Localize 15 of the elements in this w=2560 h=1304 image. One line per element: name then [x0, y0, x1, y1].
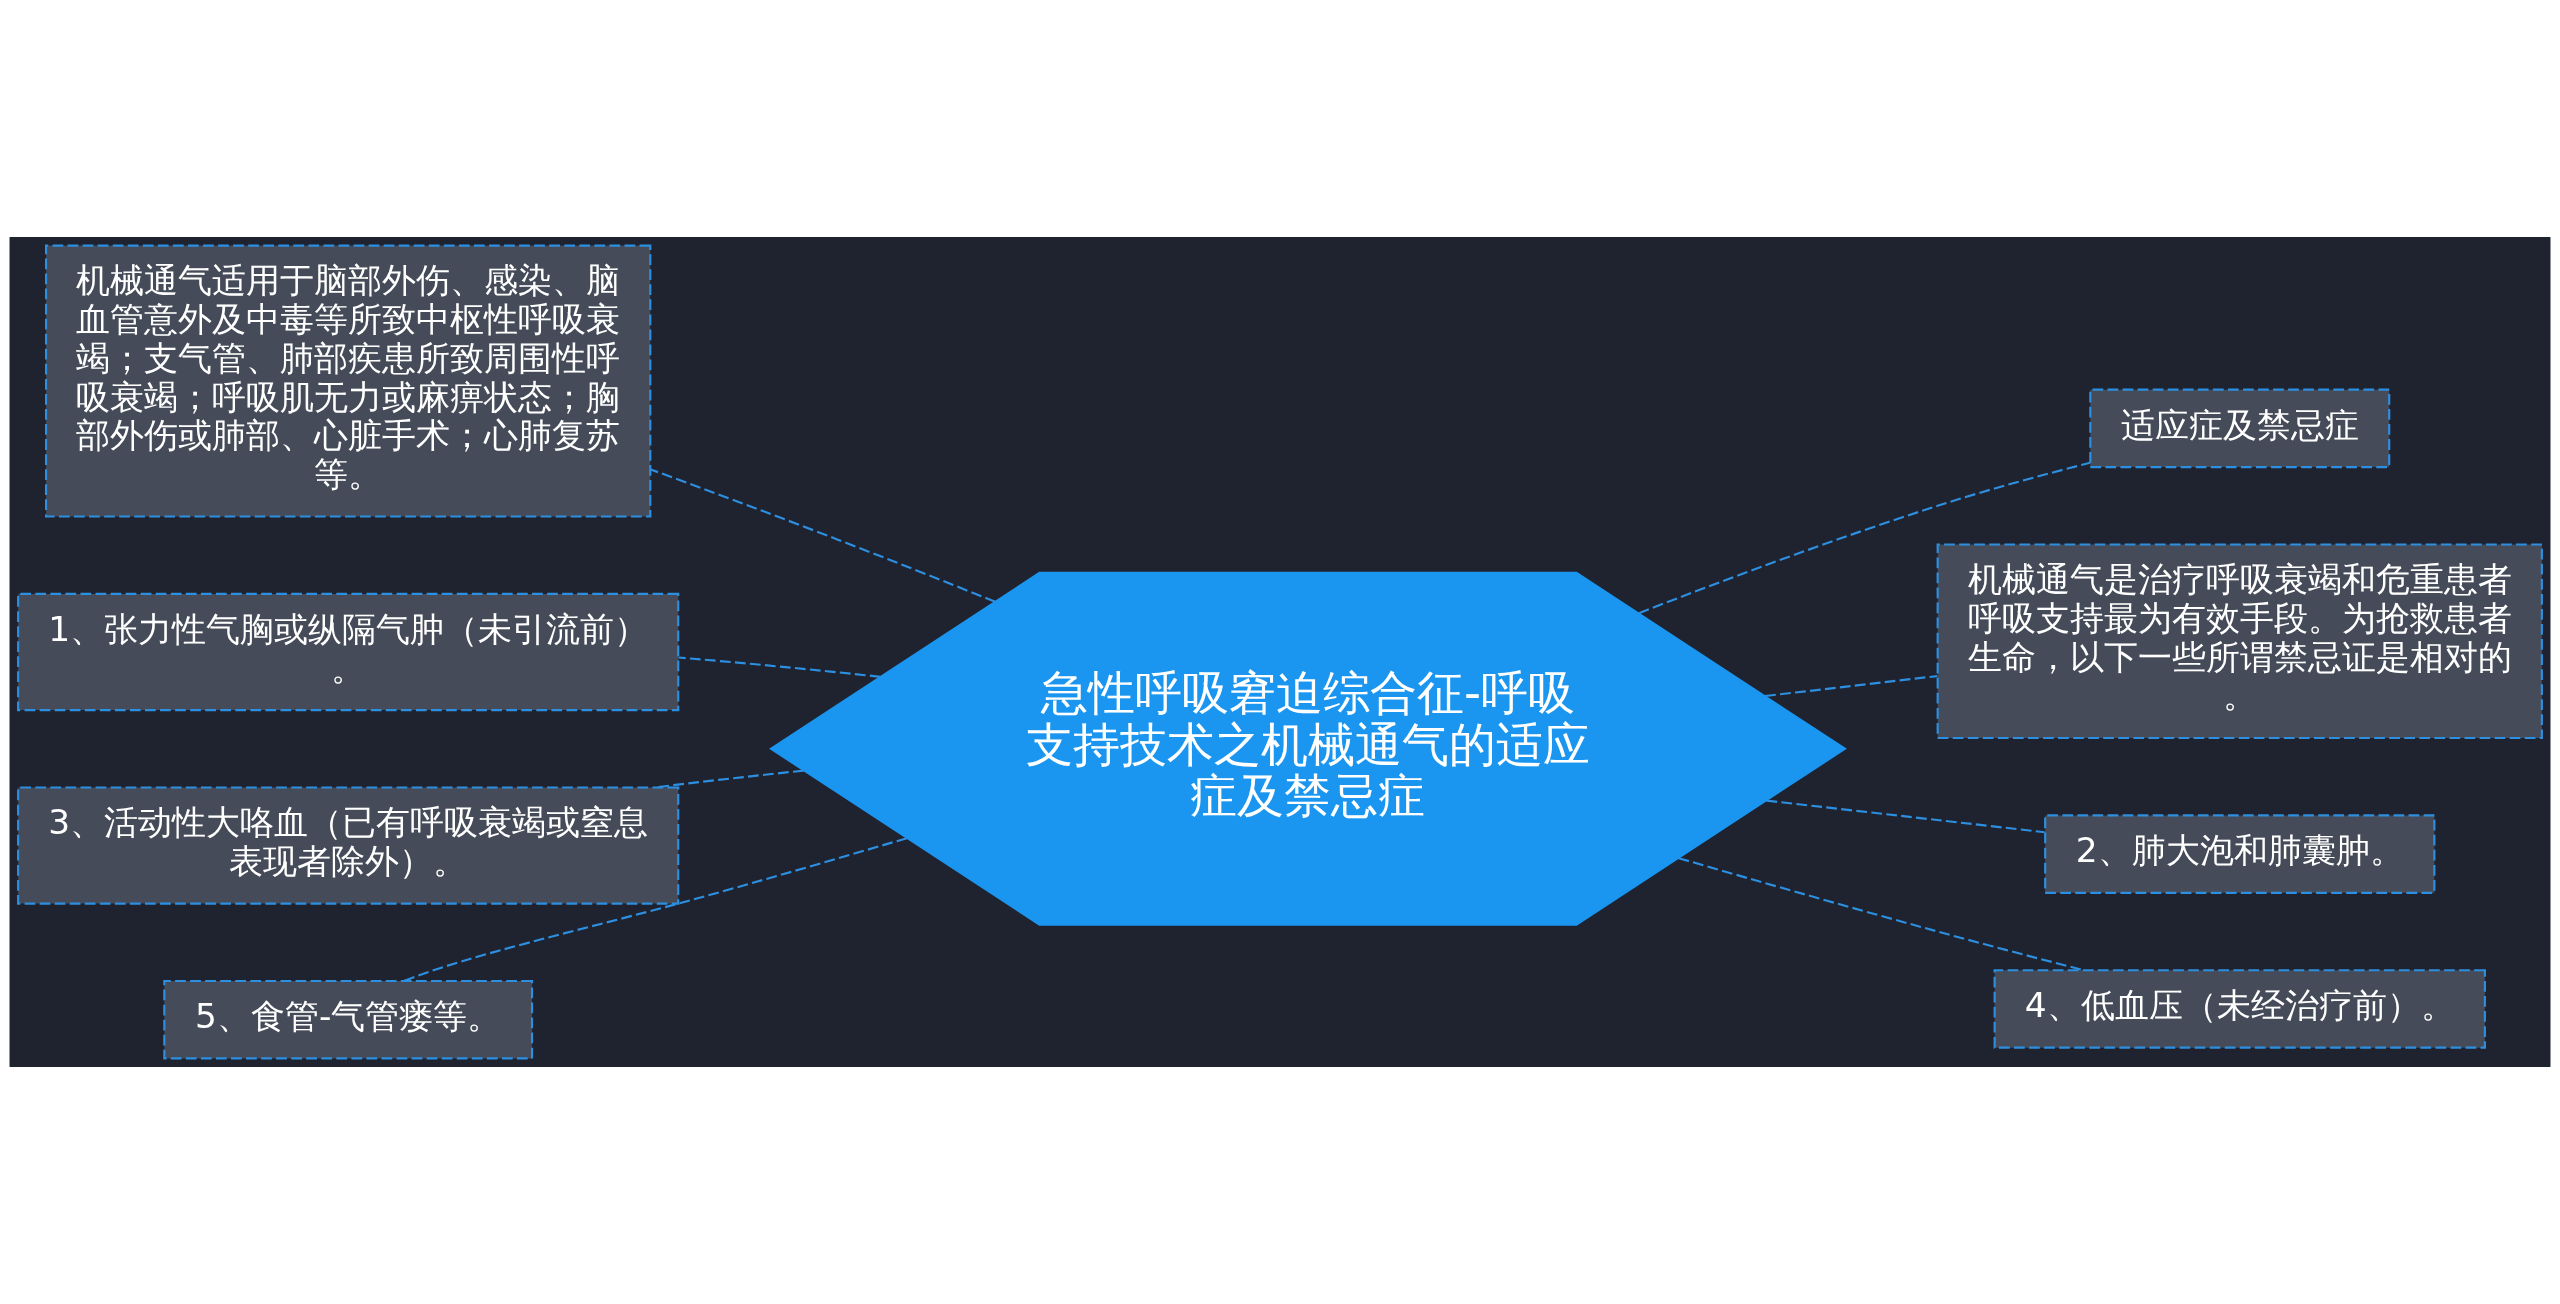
node-box: 机械通气适用于脑部外伤、感染、脑血管意外及中毒等所致中枢性呼吸衰竭；支气管、肺部疾患所致周围性呼吸衰竭；呼吸肌无力或麻痹状态；胸部外伤或肺部、心脏手术；心肺复苏等。: [45, 244, 652, 518]
connector: [403, 837, 908, 982]
connector: [1764, 675, 1938, 698]
node-box: 4、低血压（未经治疗前）。: [1993, 969, 2486, 1049]
connector: [1766, 799, 2045, 834]
node-box: 2、肺大泡和肺囊肿。: [2044, 814, 2436, 894]
node-box: 1、张力性气胸或纵隔气肿（未引流前）。: [17, 592, 680, 712]
connector: [1678, 857, 2084, 972]
node-box: 机械通气是治疗呼吸衰竭和危重患者呼吸支持最为有效手段。为抢救患者生命，以下一些所谓禁忌证是相对的。: [1936, 543, 2543, 740]
node-box: 5、食管-气管瘘等。: [163, 979, 534, 1060]
connector: [678, 656, 881, 678]
connector: [650, 468, 996, 603]
node-box: 3、活动性大咯血（已有呼吸衰竭或窒息表现者除外）。: [17, 786, 680, 905]
node-box: 适应症及禁忌症: [2089, 388, 2391, 469]
connector: [1638, 461, 2091, 615]
